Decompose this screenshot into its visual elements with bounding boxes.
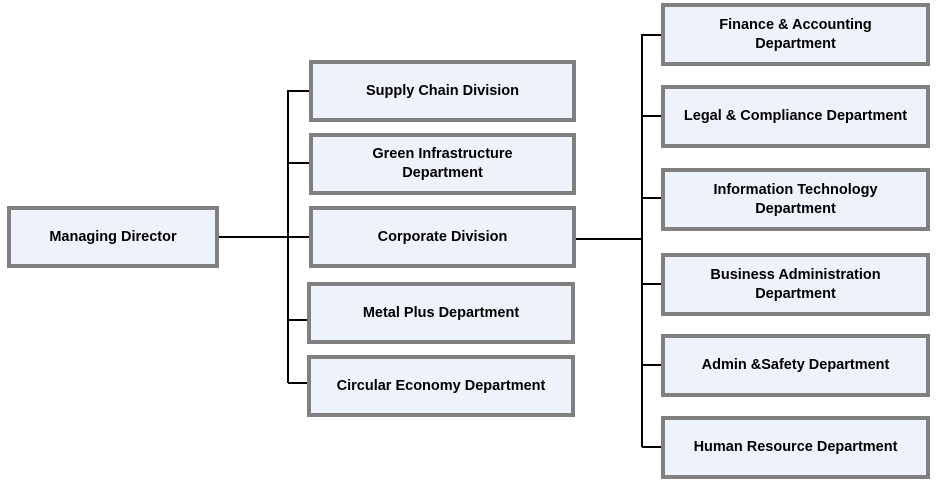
node-admin-safety-department: Admin &Safety Department: [661, 334, 930, 397]
node-finance-accounting-department: Finance & Accounting Department: [661, 3, 930, 66]
node-green-infrastructure-department: Green Infrastructure Department: [309, 133, 576, 195]
node-legal-compliance-department: Legal & Compliance Department: [661, 85, 930, 148]
node-metal-plus-department: Metal Plus Department: [307, 282, 575, 344]
node-human-resource-department: Human Resource Department: [661, 416, 930, 479]
node-business-administration-department: Business Administration Department: [661, 253, 930, 316]
node-managing-director: Managing Director: [7, 206, 219, 268]
node-supply-chain-division: Supply Chain Division: [309, 60, 576, 122]
node-circular-economy-department: Circular Economy Department: [307, 355, 575, 417]
node-corporate-division: Corporate Division: [309, 206, 576, 268]
node-information-technology-department: Information Technology Department: [661, 168, 930, 231]
